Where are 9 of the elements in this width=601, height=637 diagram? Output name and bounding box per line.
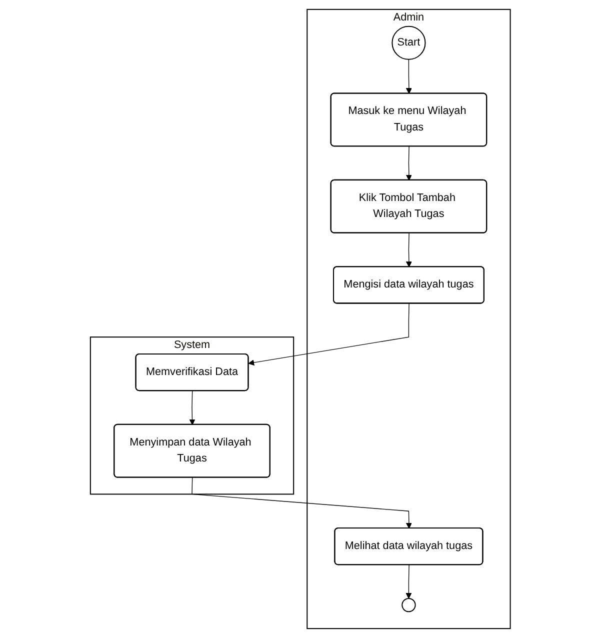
node-circle bbox=[402, 597, 416, 612]
arrow bbox=[248, 302, 410, 366]
arrow bbox=[406, 146, 412, 180]
arrow bbox=[406, 564, 412, 598]
arrow bbox=[192, 476, 412, 528]
arrow bbox=[189, 390, 196, 425]
arrow bbox=[406, 58, 412, 94]
node-circle: Start bbox=[392, 25, 426, 60]
arrow bbox=[406, 232, 412, 267]
